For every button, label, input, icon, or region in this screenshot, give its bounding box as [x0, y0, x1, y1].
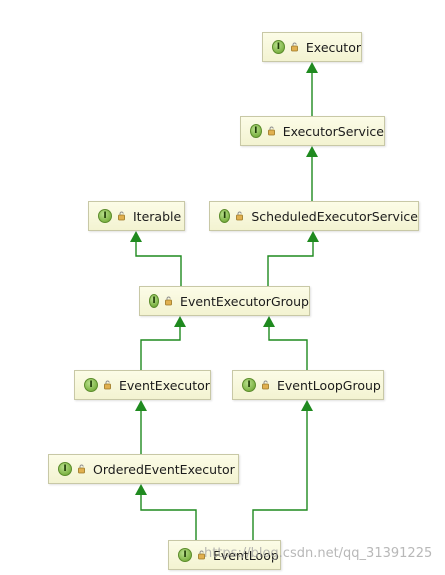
edge-eventexecutorgroup-iterable: [130, 231, 182, 286]
node-label: EventExecutor: [119, 377, 210, 393]
node-label: Iterable: [133, 208, 182, 224]
public-visibility-icon: [197, 550, 207, 560]
node-event-loop-group[interactable]: I EventLoopGroup: [232, 370, 384, 400]
interface-badge-icon: I: [272, 40, 285, 54]
edge-eventloop-orderedeventexecutor: [135, 484, 197, 540]
node-label: ScheduledExecutorService: [251, 208, 418, 224]
arrowhead-icon: [135, 400, 147, 411]
interface-badge-icon: I: [178, 548, 192, 562]
arrowhead-icon: [307, 231, 319, 242]
node-executor-service[interactable]: I ExecutorService: [240, 116, 385, 146]
edge-eventloopgroup-eventexecutorgroup: [263, 316, 308, 370]
node-iterable[interactable]: I Iterable: [88, 201, 185, 231]
edge-line: [268, 325, 308, 370]
node-label: EventLoopGroup: [277, 377, 381, 393]
public-visibility-icon: [267, 126, 277, 136]
interface-badge-icon: I: [250, 124, 262, 138]
arrowhead-icon: [301, 400, 313, 411]
edge-line: [267, 241, 314, 286]
arrowhead-icon: [135, 484, 147, 495]
public-visibility-icon: [261, 380, 271, 390]
node-label: EventExecutorGroup: [180, 293, 309, 309]
edge-line: [140, 493, 197, 540]
arrowhead-icon: [306, 146, 318, 157]
edge-line: [252, 409, 308, 540]
node-ordered-event-executor[interactable]: I OrderedEventExecutor: [48, 454, 239, 484]
interface-badge-icon: I: [242, 378, 256, 392]
node-label: Executor: [305, 39, 361, 55]
public-visibility-icon: [77, 464, 87, 474]
public-visibility-icon: [117, 211, 127, 221]
node-executor[interactable]: I Executor: [262, 32, 362, 62]
public-visibility-icon: [290, 42, 300, 52]
interface-badge-icon: I: [98, 209, 112, 223]
interface-badge-icon: I: [219, 209, 231, 223]
interface-badge-icon: I: [84, 378, 98, 392]
arrowhead-icon: [130, 231, 142, 242]
public-visibility-icon: [164, 296, 174, 306]
node-scheduled-executor-service[interactable]: I ScheduledExecutorService: [209, 201, 419, 231]
arrowhead-icon: [306, 62, 318, 73]
edge-orderedeventexecutor-eventexecutor: [135, 400, 147, 454]
node-label: EventLoop: [213, 547, 279, 563]
arrowhead-icon: [174, 316, 186, 327]
node-event-loop[interactable]: I EventLoop: [168, 540, 281, 570]
node-event-executor-group[interactable]: I EventExecutorGroup: [139, 286, 310, 316]
edge-line: [140, 325, 181, 370]
node-label: OrderedEventExecutor: [93, 461, 235, 477]
edge-eventexecutor-eventexecutorgroup: [140, 316, 186, 370]
public-visibility-icon: [235, 211, 245, 221]
interface-badge-icon: I: [149, 294, 160, 308]
node-label: ExecutorService: [282, 123, 384, 139]
edge-eventexecutorgroup-scheduled: [267, 231, 319, 286]
watermark: https://blog.csdn.net/qq_31391225: [204, 546, 433, 561]
edge-scheduled-executorservice: [306, 146, 318, 201]
edge-executorservice-executor: [306, 62, 318, 116]
public-visibility-icon: [103, 380, 113, 390]
edge-line: [135, 240, 182, 286]
interface-badge-icon: I: [58, 462, 72, 476]
node-event-executor[interactable]: I EventExecutor: [74, 370, 211, 400]
arrowhead-icon: [263, 316, 275, 327]
edge-eventloop-eventloopgroup: [252, 400, 313, 540]
